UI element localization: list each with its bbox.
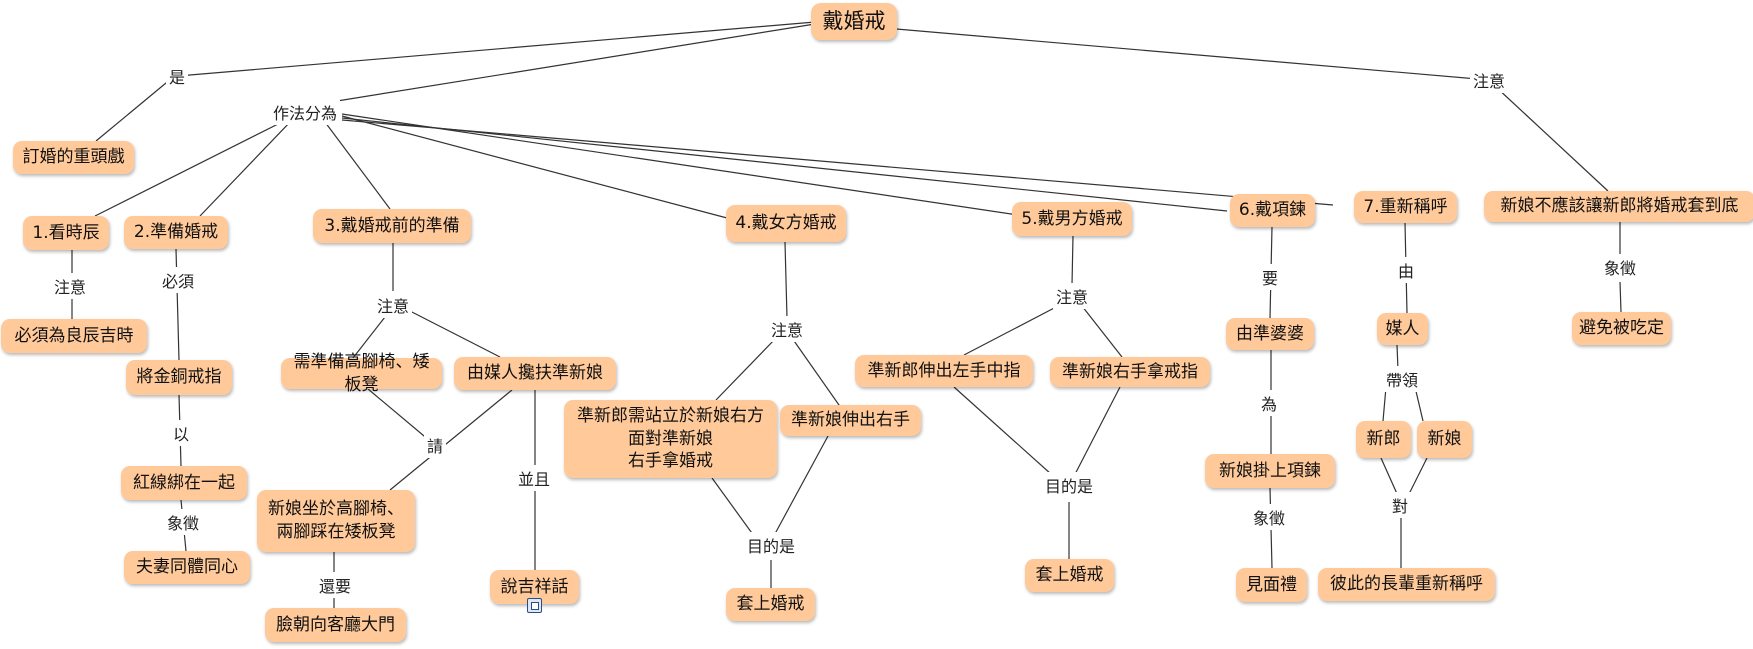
- node-bride-caution[interactable]: 新娘不應該讓新郎將婚戒套到底: [1484, 191, 1753, 222]
- connector-label-to: 對: [1388, 492, 1412, 518]
- node-couple-one-heart[interactable]: 夫妻同體同心: [124, 551, 250, 584]
- node-step7-new-address[interactable]: 7.重新稱呼: [1354, 191, 1457, 223]
- connector-label-symbol-necklace: 象徵: [1249, 504, 1289, 530]
- connector-label-methods: 作法分為: [269, 99, 341, 125]
- node-tied-red-thread[interactable]: 紅線綁在一起: [121, 466, 247, 500]
- connector-label-n4-purpose: 目的是: [743, 532, 799, 558]
- node-groom-extends-finger[interactable]: 準新郎伸出左手中指: [855, 355, 1033, 387]
- connector-label-n3-attention: 注意: [373, 292, 413, 318]
- connector-label-and: 並且: [514, 465, 554, 491]
- node-bride-sits[interactable]: 新娘坐於高腳椅、 兩腳踩在矮板凳: [257, 490, 415, 552]
- connector-label-by: 由: [1394, 257, 1418, 283]
- node-bride-extends-hand[interactable]: 準新娘伸出右手: [780, 405, 921, 436]
- node-put-on-ring-male[interactable]: 套上婚戒: [1025, 559, 1114, 592]
- connector-label-n5-attention: 注意: [1052, 283, 1092, 309]
- node-auspicious-time[interactable]: 必須為良辰吉時: [1, 319, 147, 353]
- connector-label-n4-attention: 注意: [767, 316, 807, 342]
- node-step4-bride-ring[interactable]: 4.戴女方婚戒: [726, 205, 846, 242]
- connector-label-symbol-right: 象徵: [1600, 254, 1640, 280]
- node-bride-takes-ring[interactable]: 準新娘右手拿戒指: [1050, 357, 1210, 387]
- connector-label-with: 以: [169, 420, 193, 446]
- connector-label-attention-top: 注意: [1469, 67, 1509, 93]
- node-matchmaker[interactable]: 媒人: [1377, 313, 1428, 345]
- node-engagement-highlight[interactable]: 訂婚的重頭戲: [13, 141, 134, 174]
- node-not-bullied[interactable]: 避免被吃定: [1572, 312, 1671, 345]
- connector-label-is: 是: [165, 63, 189, 89]
- connector-label-symbol-red: 象徵: [163, 509, 203, 535]
- note-icon[interactable]: [527, 598, 542, 613]
- connector-label-lead: 帶領: [1382, 366, 1422, 392]
- node-groom-stands[interactable]: 準新郎需站立於新娘右方 面對準新娘 右手拿婚戒: [564, 400, 777, 478]
- connector-label-need: 要: [1258, 264, 1282, 290]
- node-meeting-gift[interactable]: 見面禮: [1236, 568, 1307, 602]
- connector-label-for: 為: [1257, 390, 1281, 416]
- node-step6-necklace[interactable]: 6.戴項鍊: [1230, 194, 1315, 227]
- node-elders-new-address[interactable]: 彼此的長輩重新稱呼: [1318, 568, 1495, 601]
- node-step3-preparation[interactable]: 3.戴婚戒前的準備: [313, 209, 471, 243]
- node-gold-copper-ring[interactable]: 將金銅戒指: [126, 360, 232, 395]
- node-step5-groom-ring[interactable]: 5.戴男方婚戒: [1012, 202, 1132, 236]
- connector-label-n5-purpose: 目的是: [1041, 472, 1097, 498]
- node-groom[interactable]: 新郎: [1356, 421, 1411, 458]
- node-auspicious-words[interactable]: 說吉祥話: [490, 570, 579, 604]
- node-step1-timing[interactable]: 1.看時辰: [23, 216, 109, 250]
- connector-label-also: 還要: [315, 572, 355, 598]
- node-bride[interactable]: 新娘: [1417, 421, 1472, 458]
- node-necklace-on[interactable]: 新娘掛上項鍊: [1205, 454, 1335, 488]
- root-node[interactable]: 戴婚戒: [811, 3, 897, 40]
- node-step2-prepare-ring[interactable]: 2.準備婚戒: [124, 216, 228, 249]
- connector-label-must: 必須: [158, 267, 198, 293]
- node-high-chair-stool[interactable]: 需準備高腳椅、矮板凳: [281, 352, 442, 395]
- node-put-on-ring-female[interactable]: 套上婚戒: [726, 588, 815, 621]
- connector-label-n1-attention: 注意: [50, 273, 90, 299]
- node-mother-in-law[interactable]: 由準婆婆: [1226, 318, 1314, 350]
- node-face-living-room[interactable]: 臉朝向客廳大門: [265, 608, 406, 642]
- node-matchmaker-helps-bride[interactable]: 由媒人攙扶準新娘: [454, 357, 616, 390]
- connector-label-please: 請: [423, 432, 447, 458]
